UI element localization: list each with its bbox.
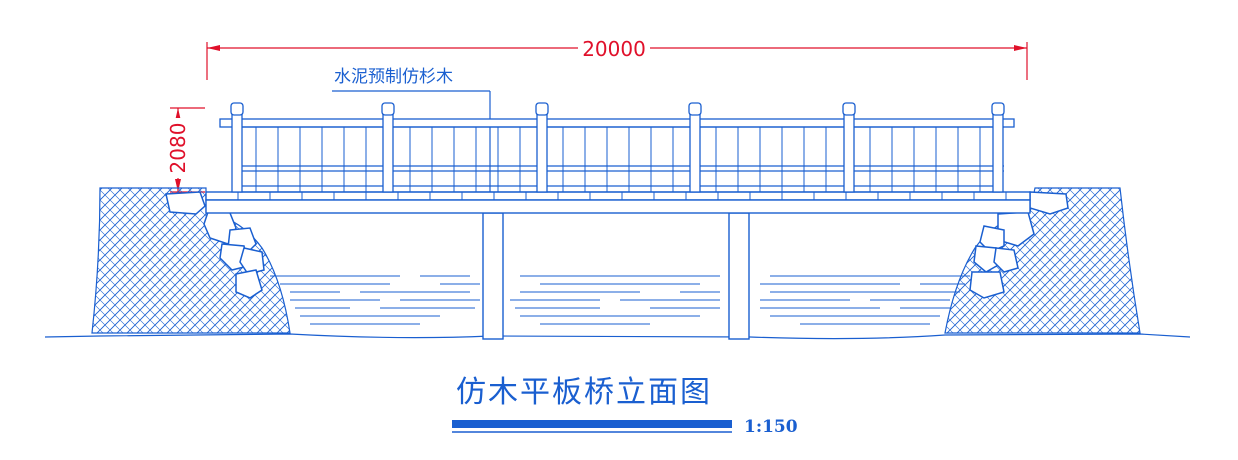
span-dimension-label: 20000 (582, 37, 646, 61)
deck-plank-joints (237, 192, 1007, 200)
material-annotation-label: 水泥预制仿杉木 (334, 67, 453, 87)
railing-posts (231, 108, 1004, 193)
drawing-scale: 1:150 (744, 417, 798, 437)
left-boulders (165, 191, 265, 299)
railing-balusters (255, 127, 981, 192)
title-underline (452, 420, 732, 428)
bridge-railing (219, 118, 1015, 193)
right-bank (944, 187, 1141, 334)
bridge-deck (205, 191, 1031, 214)
water-lines (270, 275, 970, 325)
right-boulders (969, 191, 1069, 299)
height-dimension: 2080 (166, 107, 205, 193)
material-annotation: 水泥预制仿杉木 (332, 67, 491, 207)
height-dimension-label: 2080 (166, 123, 190, 174)
drawing-title: 仿木平板桥立面图 (456, 375, 712, 410)
drawing-title-block: 仿木平板桥立面图 1:150 (452, 375, 798, 437)
span-dimension: 20000 (206, 37, 1028, 80)
post-caps (230, 102, 1005, 116)
ground-line (44, 333, 1191, 340)
